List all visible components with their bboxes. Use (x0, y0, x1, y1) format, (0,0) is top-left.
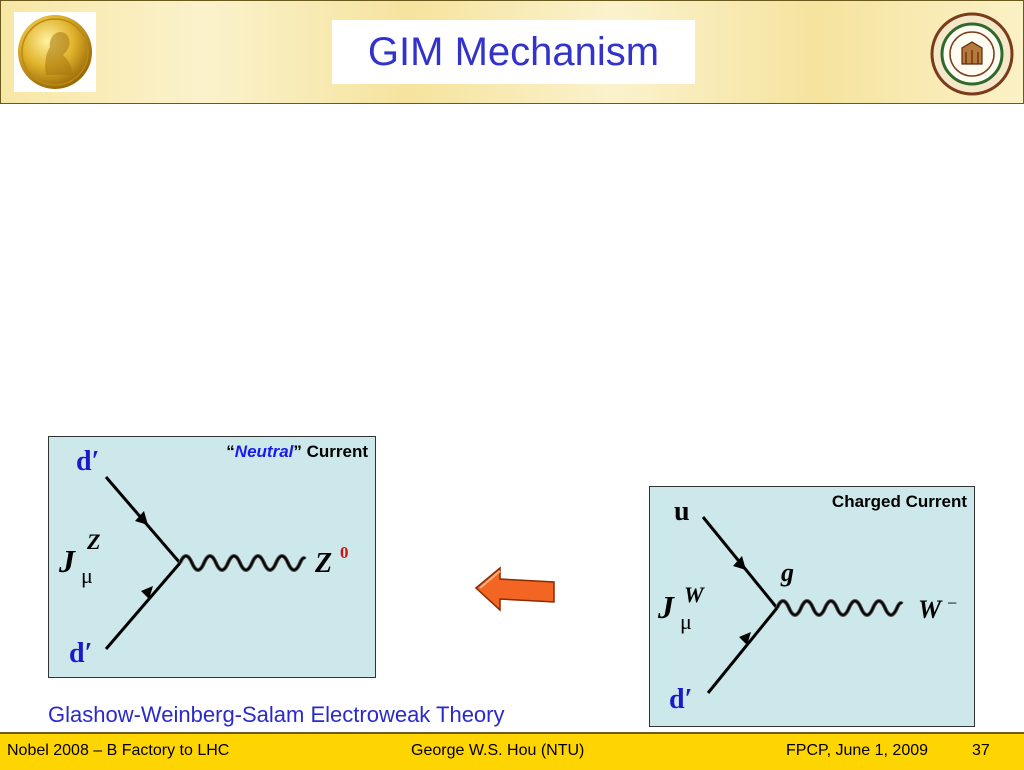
neutral-current-diagram: “Neutral” Current d′ d′ J μ Z Z 0 (48, 436, 376, 678)
top-quark-label: u (674, 496, 690, 527)
slide-title: GIM Mechanism (367, 29, 660, 74)
current-symbol: J (59, 543, 75, 579)
header-band: GIM Mechanism (0, 0, 1024, 104)
current-symbol: J (658, 589, 674, 625)
coupling-label: g (781, 558, 794, 587)
page-number: 37 (972, 742, 990, 759)
z-boson-label: Z (315, 548, 333, 579)
top-quark-label: d′ (76, 446, 100, 477)
footer-center: George W.S. Hou (NTU) (411, 742, 585, 759)
current-subscript: μ (680, 609, 692, 634)
university-seal-icon (930, 12, 1014, 96)
footer-bar: Nobel 2008 – B Factory to LHC George W.S… (0, 732, 1024, 770)
left-arrow-icon (474, 566, 558, 617)
current-superscript: W (684, 582, 704, 607)
current-word: ” Current (293, 442, 368, 461)
neutral-word: Neutral (234, 442, 294, 461)
bottom-quark-label: d′ (69, 638, 93, 669)
footer-left: Nobel 2008 – B Factory to LHC (7, 742, 230, 759)
nobel-medal-icon (14, 12, 96, 92)
current-subscript: μ (81, 563, 93, 588)
neutral-feynman-lines (104, 476, 307, 650)
open-quote: “ (226, 442, 235, 461)
charged-current-diagram: Charged Current u d′ J μ W g W − (649, 486, 975, 727)
bottom-quark-label: d′ (669, 684, 693, 715)
w-boson-label: W (918, 595, 942, 624)
footer-right: FPCP, June 1, 2009 (786, 742, 929, 759)
theory-caption: Glashow-Weinberg-Salam Electroweak Theor… (48, 702, 505, 727)
w-boson-superscript: − (947, 593, 958, 613)
charged-current-title: Charged Current (831, 492, 967, 511)
slide-title-box: GIM Mechanism (332, 20, 695, 84)
current-superscript: Z (87, 529, 101, 554)
z-boson-superscript: 0 (340, 543, 349, 562)
neutral-current-title: “Neutral” Current (226, 442, 368, 462)
charged-feynman-lines (701, 516, 904, 694)
